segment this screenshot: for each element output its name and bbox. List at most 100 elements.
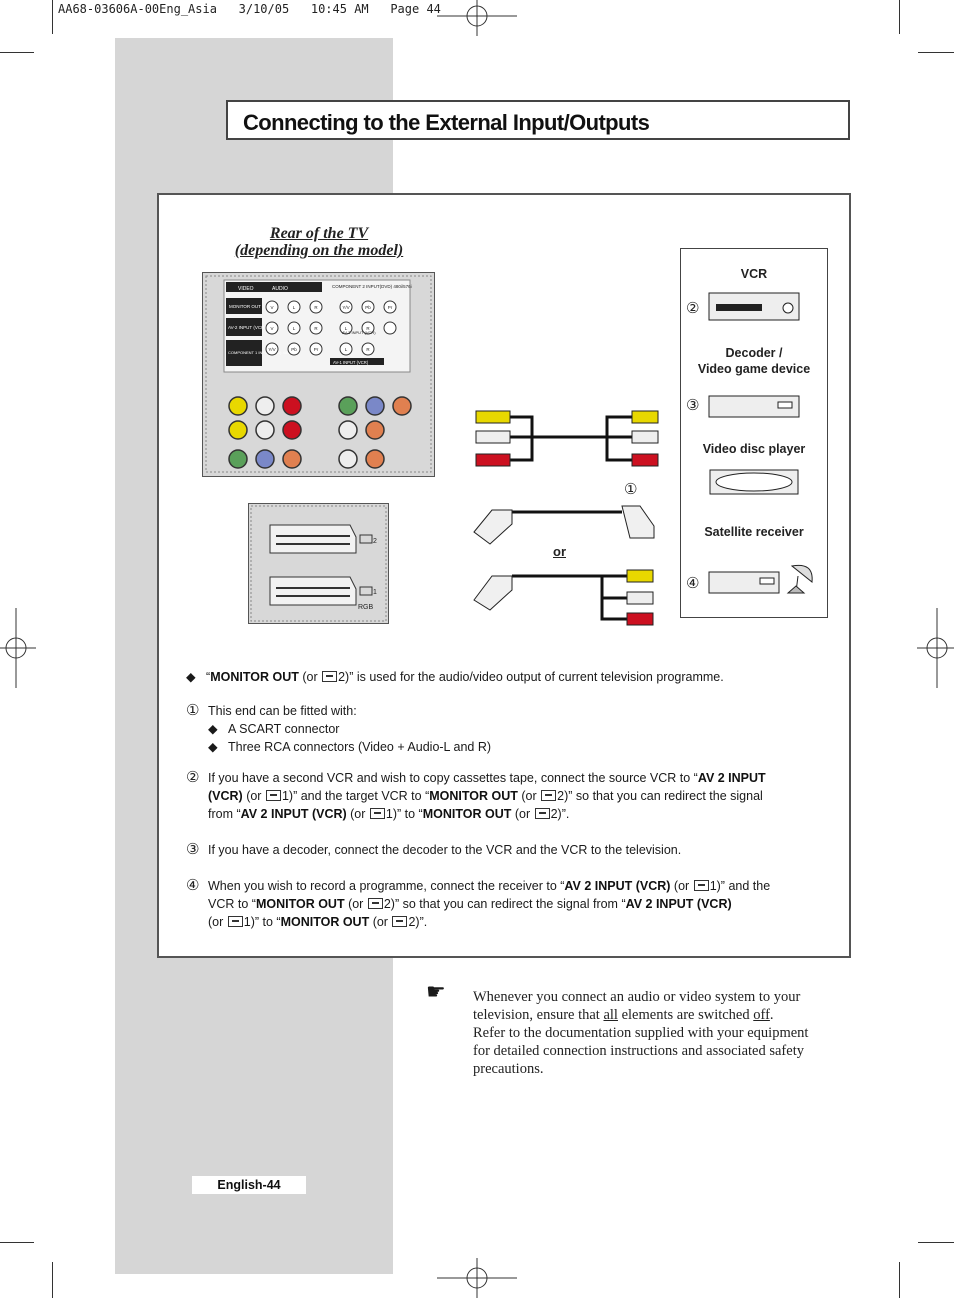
vcr-label: VCR: [740, 267, 768, 281]
print-header: AA68-03606A-00Eng_Asia 3/10/05 10:45 AM …: [58, 2, 441, 16]
input-source-icon: [693, 880, 709, 891]
instruction-item4: When you wish to record a programme, con…: [208, 877, 818, 931]
jack-r-4: R: [366, 347, 370, 352]
item2-text-g: (or: [346, 807, 369, 821]
jack-r-2: R: [314, 326, 318, 331]
item2-line1: If you have a second VCR and wish to cop…: [208, 769, 818, 787]
rear-label-line2: (depending on the model): [234, 242, 404, 259]
item2-text-b: (or: [242, 789, 265, 803]
item4-line2: VCR to “MONITOR OUT (or 2)” so that you …: [208, 895, 818, 913]
item4-text-b: (or: [670, 879, 693, 893]
number-2-marker: ②: [686, 299, 700, 317]
monitor-out-bold: MONITOR OUT: [280, 915, 370, 929]
panel-video-label: VIDEO: [238, 286, 254, 292]
av2-input-bold: AV 2 INPUT (VCR): [240, 807, 347, 821]
item2-text-h: 1)” to “: [385, 807, 423, 821]
input-source-icon: [322, 671, 338, 682]
item4-text-i: (or: [369, 915, 392, 929]
panel-audio-label: AUDIO: [272, 286, 288, 292]
item2-text-d: (or: [517, 789, 541, 803]
panel-monitor-out-label: MONITOR OUT: [229, 304, 261, 309]
monitor-out-text-b: 2)” is used for the audio/video output o…: [338, 670, 724, 684]
monitor-out-bold: MONITOR OUT: [422, 807, 512, 821]
note-line2: television, ensure that all elements are…: [473, 1006, 845, 1024]
jack-v-1: V: [270, 305, 273, 310]
panel-av3-label: AV-3 INPUT (VCR): [342, 330, 376, 335]
vcr-bold: (VCR): [208, 789, 243, 803]
panel-component1-label: COMPONENT 1 INPUT(DVD) 480i/576i: [228, 350, 299, 355]
note-line5: precautions.: [473, 1061, 544, 1077]
monitor-out-text-a: (or: [298, 670, 322, 684]
jack-l-2: L: [293, 326, 296, 331]
instruction-item2: If you have a second VCR and wish to cop…: [208, 769, 818, 823]
satellite-label: Satellite receiver: [704, 525, 804, 539]
jack-l-1: L: [293, 305, 296, 310]
jack-r-1: R: [314, 305, 318, 310]
input-source-icon: [541, 790, 557, 801]
item4-number: ④: [186, 876, 200, 894]
bullet-icon: ◆: [208, 722, 218, 736]
item3-number: ③: [186, 840, 200, 858]
pointing-hand-icon: ☛: [426, 980, 446, 1005]
item4-text-f: 2)” so that you can redirect the signal …: [383, 897, 626, 911]
av2-input-bold: AV 2 INPUT (VCR): [564, 879, 671, 893]
item2-text-a: If you have a second VCR and wish to cop…: [208, 771, 698, 785]
item2-number: ②: [186, 768, 200, 786]
note-off: off: [753, 1007, 770, 1023]
instruction-item3: If you have a decoder, connect the decod…: [208, 843, 682, 857]
monitor-out-bold: MONITOR OUT: [255, 897, 345, 911]
item2-text-f: from “: [208, 807, 241, 821]
or-label: or: [553, 544, 566, 559]
jack-yv-2: Y/V: [268, 347, 275, 352]
item1-sub2: ◆ Three RCA connectors (Video + Audio-L …: [208, 738, 808, 756]
input-source-icon: [367, 898, 383, 909]
scart-rgb-label: RGB: [358, 604, 374, 611]
item4-text-c: 1)” and the: [709, 879, 771, 893]
rear-label-line1: Rear of the TV: [269, 225, 369, 242]
number-1-marker: ①: [624, 480, 638, 498]
page-number-footer: English-44: [192, 1176, 306, 1194]
input-source-icon: [369, 808, 385, 819]
item2-text-e: 2)” so that you can redirect the signal: [557, 789, 763, 803]
jack-v-2: V: [270, 326, 273, 331]
decoder-icon: [708, 395, 800, 418]
scart-1-label: 1: [373, 589, 377, 596]
input-source-icon: [265, 790, 281, 801]
jack-yv-1: Y/V: [342, 305, 349, 310]
jack-l-3: L: [345, 326, 348, 331]
bullet-icon: ◆: [208, 740, 218, 754]
item1-sub1-text: A SCART connector: [228, 722, 340, 736]
jack-pr-1: Pr: [388, 305, 393, 310]
item1-sub2-text: Three RCA connectors (Video + Audio-L an…: [228, 740, 492, 754]
decoder-label: Decoder / Video game device: [680, 345, 828, 377]
connection-cables: [473, 410, 659, 626]
jack-r-3: R: [366, 326, 370, 331]
scart-2-label: 2: [373, 538, 377, 545]
input-source-icon: [392, 916, 408, 927]
item4-text-e: (or: [344, 897, 367, 911]
item1-number: ①: [186, 701, 200, 719]
note-line3: Refer to the documentation supplied with…: [473, 1025, 809, 1041]
bullet-icon: ◆: [186, 670, 196, 684]
number-4-marker: ④: [686, 574, 700, 592]
instruction-monitor-out: ◆ “MONITOR OUT (or 2)” is used for the a…: [186, 670, 724, 684]
item4-text-d: VCR to “: [208, 897, 256, 911]
item1-sub1: ◆ A SCART connector: [208, 720, 808, 738]
item4-line3: (or 1)” to “MONITOR OUT (or 2)”.: [208, 913, 818, 931]
tv-rear-jack-panel: VIDEO AUDIO COMPONENT 2 INPUT(DVD) 480i/…: [202, 272, 435, 477]
rear-of-tv-label: Rear of the TV (depending on the model): [226, 225, 412, 259]
disc-player-icon: [709, 469, 799, 495]
note-line4: for detailed connection instructions and…: [473, 1043, 804, 1059]
title-box: Connecting to the External Input/Outputs: [226, 100, 850, 140]
item1-text: This end can be fitted with:: [208, 704, 357, 718]
jack-l-4: L: [345, 347, 348, 352]
instruction-item1: This end can be fitted with: ◆ A SCART c…: [208, 702, 808, 756]
satellite-receiver-icon: [708, 564, 813, 594]
monitor-out-bold: MONITOR OUT: [210, 670, 299, 684]
note-all: all: [603, 1007, 618, 1023]
vcr-icon: [708, 292, 800, 321]
panel-av1-label: AV-1 INPUT (VCR): [333, 360, 369, 365]
panel-av2-label: AV-2 INPUT (VCR): [228, 325, 266, 330]
disc-player-label: Video disc player: [702, 442, 806, 456]
